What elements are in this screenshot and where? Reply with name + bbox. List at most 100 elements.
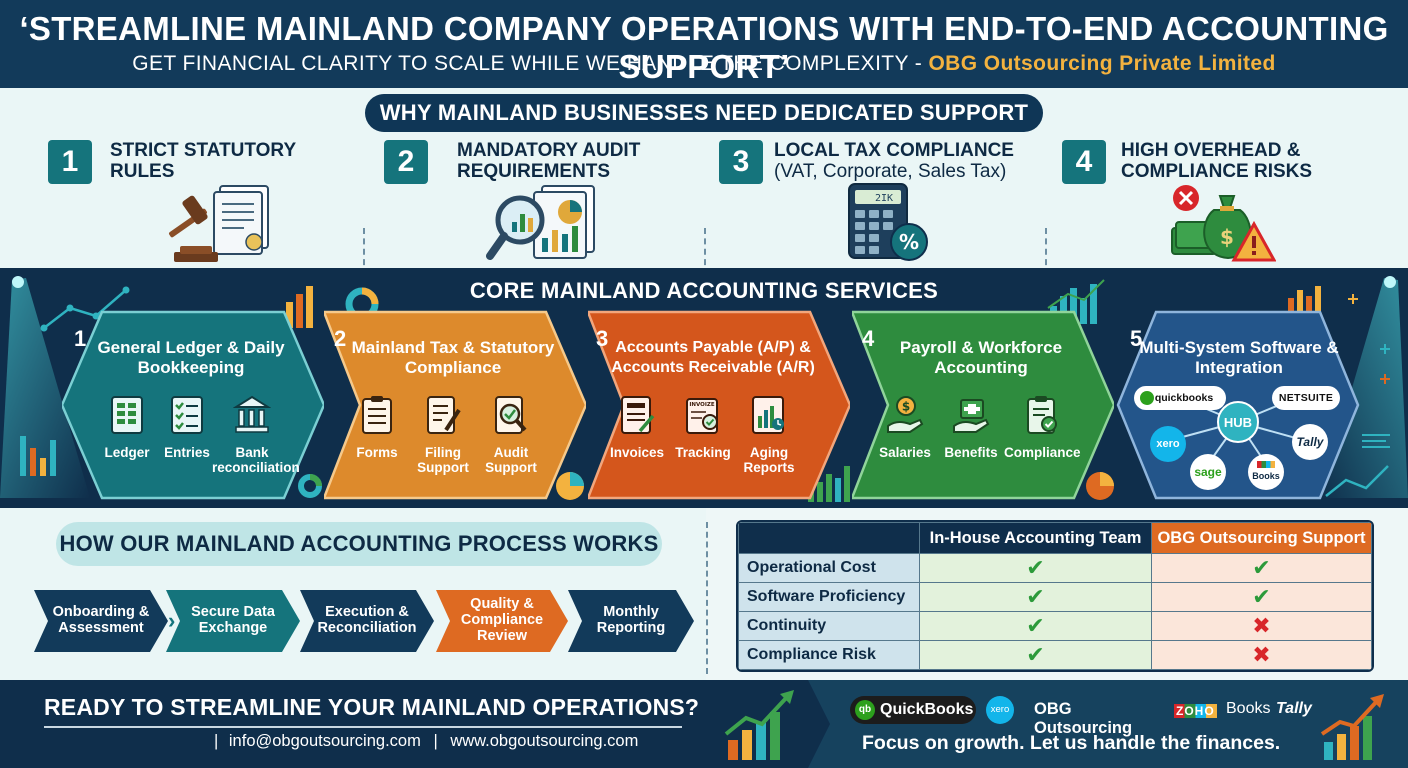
- check-icon: ✔: [1026, 554, 1045, 580]
- why-line1: MANDATORY AUDIT: [457, 140, 641, 161]
- system-name: quickbooks: [1154, 392, 1214, 404]
- step-secure-data: Secure Data Exchange: [166, 590, 300, 652]
- process-section: HOW OUR MAINLAND ACCOUNTING PROCESS WORK…: [0, 508, 706, 680]
- process-heading: HOW OUR MAINLAND ACCOUNTING PROCESS WORK…: [56, 522, 662, 566]
- books-logo-text: Books: [1226, 700, 1271, 717]
- cross-icon: ✖: [1252, 641, 1271, 667]
- row-label: Operational Cost: [738, 553, 920, 583]
- sub-compliance: Compliance: [1004, 394, 1081, 460]
- sub-label: Audit Support: [485, 445, 537, 475]
- row-label: Continuity: [738, 611, 920, 641]
- svg-text:$: $: [1220, 225, 1234, 249]
- why-label: LOCAL TAX COMPLIANCE (VAT, Corporate, Sa…: [774, 140, 1014, 182]
- separator: |: [433, 732, 438, 750]
- service-title: Accounts Payable (A/P) & Accounts Receiv…: [611, 339, 815, 376]
- invoice-icon: [621, 396, 655, 434]
- cta-underline: [44, 726, 682, 728]
- magnifier-report-icon: [486, 185, 595, 260]
- table-row: Software Proficiency✔✔: [738, 582, 1372, 612]
- table-body: Operational Cost✔✔Software Proficiency✔✔…: [738, 553, 1372, 670]
- step-shape: [34, 590, 168, 652]
- footer-panel: [808, 680, 1408, 768]
- zoho-mark: ZOHO: [1174, 704, 1217, 718]
- step-label: Execution & Reconciliation: [317, 604, 417, 636]
- service-number: 2: [334, 326, 347, 351]
- zoho-mark-icon: [1257, 461, 1275, 468]
- sub-bank-reconciliation: Bank reconciliation: [212, 394, 300, 475]
- zoho-logo: ZOHO: [1174, 702, 1217, 720]
- sub-forms: Forms: [344, 394, 410, 460]
- qb-dot-icon: [1140, 391, 1154, 405]
- sub-label: Forms: [356, 445, 398, 460]
- aging-report-icon: [752, 396, 784, 434]
- logo-text: QuickBooks: [880, 701, 974, 718]
- svg-text:%: %: [899, 230, 919, 254]
- why-label: MANDATORY AUDIT REQUIREMENTS: [457, 140, 640, 182]
- why-number: 3: [719, 140, 763, 184]
- contact-info: | info@obgoutsourcing.com | www.obgoutso…: [214, 732, 638, 751]
- service-payroll: 4 Payroll & Workforce Accounting $ Salar…: [852, 308, 1114, 502]
- step-onboarding: Onboarding & Assessment: [34, 590, 168, 652]
- sub-label: Salaries: [879, 445, 931, 460]
- filing-icon: [427, 396, 461, 434]
- comparison-grid: In-House Accounting Team OBG Outsourcing…: [738, 522, 1372, 670]
- calculator-percent-icon: 2IK %: [848, 183, 928, 261]
- row-label: Compliance Risk: [738, 640, 920, 670]
- service-tax-compliance: 2 Mainland Tax & Statutory Compliance Fo…: [324, 308, 586, 502]
- why-item-statutory: 1 STRICT STATUTORY RULES: [48, 140, 348, 264]
- step-shape: [166, 590, 300, 652]
- why-line2: REQUIREMENTS: [457, 161, 611, 182]
- why-item-tax: 3 LOCAL TAX COMPLIANCE (VAT, Corporate, …: [719, 140, 1039, 264]
- core-services-section: CORE MAINLAND ACCOUNTING SERVICES 1 Gene…: [0, 268, 1408, 508]
- step-label: Quality & Compliance Review: [460, 596, 544, 644]
- qb-dot-icon: qb: [855, 700, 875, 720]
- table-row: Compliance Risk✔✖: [738, 640, 1372, 670]
- why-line2: (VAT, Corporate, Sales Tax): [774, 161, 1007, 182]
- why-number: 2: [384, 140, 428, 184]
- why-label: HIGH OVERHEAD & COMPLIANCE RISKS: [1121, 140, 1312, 182]
- why-line2: RULES: [110, 161, 175, 182]
- system-name: sage: [1194, 465, 1222, 479]
- sub-label: Tracking: [675, 445, 731, 460]
- email-link[interactable]: info@obgoutsourcing.com: [228, 732, 421, 750]
- cell-inhouse: ✔: [919, 553, 1152, 583]
- comparison-table: In-House Accounting Team OBG Outsourcing…: [736, 520, 1374, 672]
- step-execution: Execution & Reconciliation: [300, 590, 434, 652]
- cell-obg: ✔: [1151, 582, 1372, 612]
- sub-label: Filing Support: [417, 445, 469, 475]
- why-line1: LOCAL TAX COMPLIANCE: [774, 140, 1014, 161]
- why-item-audit: 2 MANDATORY AUDIT REQUIREMENTS: [384, 140, 684, 264]
- column-header-obg: OBG Outsourcing Support: [1151, 522, 1372, 554]
- salary-icon: $: [887, 396, 924, 433]
- footer: READY TO STREAMLINE YOUR MAINLAND OPERAT…: [0, 680, 1408, 768]
- growth-chart-icon: [724, 690, 794, 760]
- xero-logo: xero: [1150, 426, 1186, 462]
- netsuite-logo: NETSUITE: [1272, 386, 1340, 410]
- service-title: Mainland Tax & Statutory Compliance: [351, 338, 555, 377]
- why-item-risk: 4 HIGH OVERHEAD & COMPLIANCE RISKS $: [1062, 140, 1382, 264]
- table-row: Continuity✔✖: [738, 611, 1372, 641]
- sub-label: Aging Reports: [743, 445, 795, 475]
- quickbooks-logo: quickbooks: [1134, 386, 1226, 410]
- xero-badge: xero: [986, 696, 1014, 724]
- invoice-tag: INVOIZE: [689, 402, 715, 408]
- page-title: ‘STREAMLINE MAINLAND COMPANY OPERATIONS …: [19, 10, 1389, 85]
- step-monthly-reporting: Monthly Reporting: [568, 590, 694, 652]
- sub-filing: Filing Support: [410, 394, 476, 475]
- table-row: Operational Cost✔✔: [738, 553, 1372, 583]
- why-section: WHY MAINLAND BUSINESSES NEED DEDICATED S…: [0, 88, 1408, 348]
- system-name: NETSUITE: [1278, 392, 1334, 404]
- separator: |: [214, 732, 219, 750]
- sub-tracking: INVOIZE Tracking: [670, 394, 736, 460]
- why-number: 1: [48, 140, 92, 184]
- service-general-ledger: 1 General Ledger & Daily Bookkeeping Led…: [62, 308, 324, 502]
- row-label: Software Proficiency: [738, 582, 920, 612]
- sub-aging-reports: Aging Reports: [736, 394, 802, 475]
- website-link[interactable]: www.obgoutsourcing.com: [450, 732, 639, 750]
- service-title: Multi-System Software & Integration: [1139, 338, 1339, 377]
- step-shape: [436, 590, 568, 652]
- sub-benefits: Benefits: [938, 394, 1004, 460]
- service-number: 4: [862, 326, 875, 351]
- sage-logo: sage: [1190, 454, 1226, 490]
- service-number: 3: [596, 326, 609, 351]
